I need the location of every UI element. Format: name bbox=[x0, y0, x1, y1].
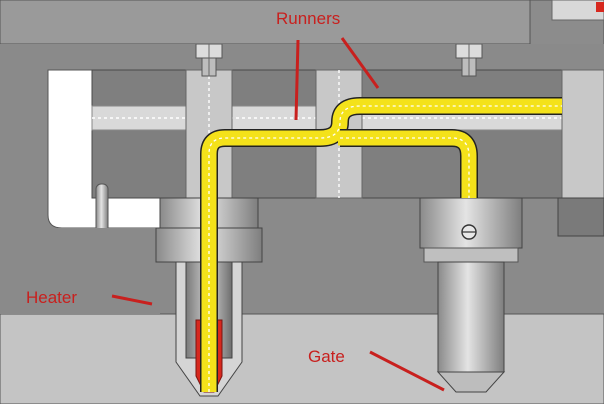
bolt-right-icon bbox=[455, 43, 483, 77]
runners-callout-line-left bbox=[294, 39, 300, 121]
gate-label: Gate bbox=[308, 347, 345, 366]
gate-callout-line bbox=[369, 350, 445, 392]
corner-marker bbox=[596, 2, 604, 12]
nozzle-right bbox=[419, 197, 523, 393]
heater-label: Heater bbox=[26, 288, 77, 307]
runner-channels bbox=[200, 97, 562, 392]
bolt-left-icon bbox=[195, 43, 223, 77]
callout-lines bbox=[111, 37, 445, 392]
heater-callout-line bbox=[111, 294, 153, 306]
runners-label: Runners bbox=[276, 9, 340, 28]
runners-callout-line-right bbox=[340, 37, 380, 89]
